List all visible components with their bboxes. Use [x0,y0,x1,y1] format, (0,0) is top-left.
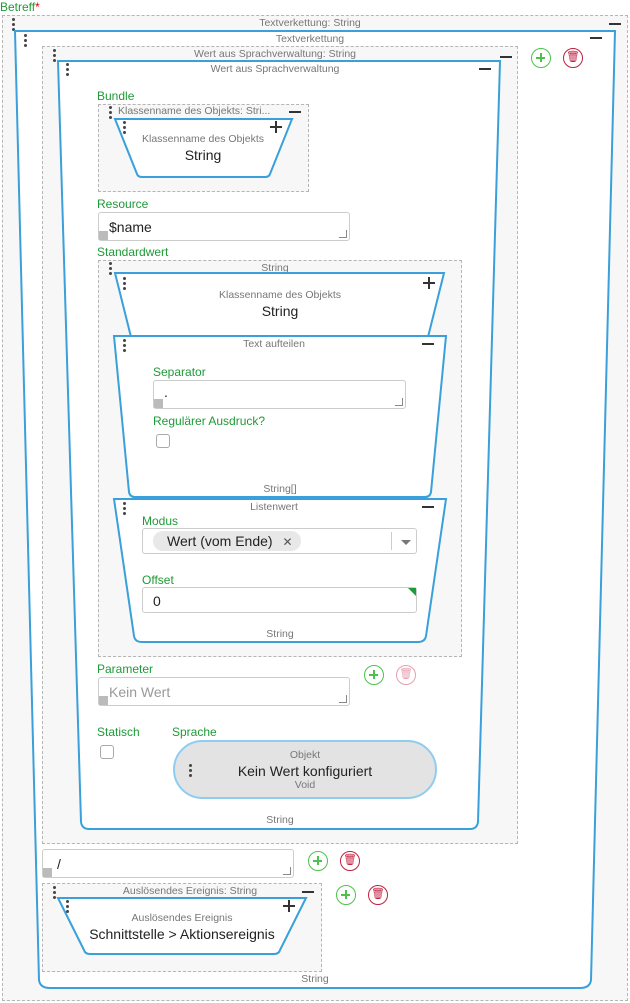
required-marker: * [35,0,40,14]
link-icon [43,868,52,877]
collapse-icon[interactable] [289,111,301,113]
modified-marker [408,588,416,596]
chip-remove-icon[interactable]: ✕ [282,535,293,549]
separator-label: Separator [153,365,206,379]
outer-bottom: String [301,973,329,985]
modus-chip: Wert (vom Ende) ✕ [153,531,301,551]
sprache-label: Sprache [172,725,217,739]
separator-value: . [164,384,168,400]
modus-value: Wert (vom Ende) [167,533,273,549]
bundle-container-caption: Klassenname des Objekts: Stri... [118,105,271,117]
standardwert-object-caption: Klassenname des Objekts [219,289,341,301]
link-icon [99,696,108,705]
modus-select[interactable]: Wert (vom Ende) ✕ [142,528,417,554]
chevron-down-icon[interactable] [401,540,411,545]
drag-handle-icon[interactable] [123,277,127,292]
ausloesendes-object-caption: Auslösendes Ereignis [131,912,233,924]
parameter-input[interactable]: Kein Wert [98,677,350,706]
resize-handle-icon[interactable] [283,867,291,875]
root-label: Betreff* [0,0,40,14]
drag-handle-icon[interactable] [109,106,113,121]
delete-button[interactable]: 🗑 [368,885,388,905]
collapse-icon[interactable] [500,56,512,58]
collapse-icon[interactable] [422,343,434,345]
resize-handle-icon[interactable] [339,695,347,703]
regex-checkbox[interactable] [156,434,170,448]
delete-button[interactable]: 🗑 [563,48,583,68]
resource-label: Resource [97,197,149,211]
bundle-object-value: String [184,147,222,163]
wert-caption: Wert aus Sprachverwaltung [210,63,340,75]
expand-icon[interactable] [270,121,282,133]
bundle-label: Bundle [97,89,135,103]
drag-handle-icon[interactable] [53,49,57,64]
collapse-icon[interactable] [422,506,434,508]
text-input[interactable]: / [42,849,294,878]
root-label-text: Betreff [0,0,36,14]
drag-handle-icon[interactable] [24,34,28,49]
resize-handle-icon[interactable] [339,230,347,238]
add-parameter-button[interactable] [364,665,384,685]
offset-input[interactable]: 0 [142,587,417,613]
resource-value: $name [109,219,152,235]
sprache-value: Kein Wert konfiguriert [237,763,373,779]
ausloesendes-object-value: Schnittstelle > Aktionsereignis [89,926,275,942]
parameter-placeholder: Kein Wert [109,684,171,700]
expand-icon[interactable] [423,277,435,289]
listenwert-bottom: String [266,628,294,640]
add-button[interactable] [308,851,328,871]
ausloesendes-container-caption: Auslösendes Ereignis: String [122,885,258,897]
text-aufteilen-bottom: String[] [263,483,297,495]
add-button[interactable] [531,48,551,68]
text-aufteilen-caption: Text aufteilen [243,338,305,350]
delete-button[interactable]: 🗑 [340,851,360,871]
drag-handle-icon[interactable] [123,121,127,136]
drag-handle-icon[interactable] [12,18,16,33]
sprache-object[interactable]: Objekt Kein Wert konfiguriert Void [173,740,437,799]
drag-handle-icon[interactable] [109,262,113,277]
text-value: / [57,856,61,872]
link-icon [99,231,108,240]
bundle-object-caption: Klassenname des Objekts [142,133,264,145]
wert-container-caption: Wert aus Sprachverwaltung: String [193,48,357,60]
add-button[interactable] [336,885,356,905]
link-icon [154,399,163,408]
statisch-checkbox[interactable] [100,745,114,759]
drag-handle-icon[interactable] [66,900,70,915]
select-divider [391,532,392,550]
collapse-icon[interactable] [609,23,621,25]
standardwert-container-caption: String [261,262,289,274]
delete-parameter-button: 🗑 [396,665,416,685]
sprache-caption: Objekt [289,749,321,761]
drag-handle-icon[interactable] [123,339,127,354]
collapse-icon[interactable] [590,37,602,39]
parameter-label: Parameter [97,662,154,676]
regex-label: Regulärer Ausdruck? [153,414,266,428]
sprache-type: Void [294,779,316,791]
drag-handle-icon[interactable] [66,63,70,78]
collapse-icon[interactable] [302,891,314,893]
textverkettung-caption: Textverkettung [275,33,345,45]
modus-label: Modus [142,514,179,528]
drag-handle-icon[interactable] [189,764,193,779]
offset-value: 0 [153,593,161,609]
offset-label: Offset [142,573,174,587]
drag-handle-icon[interactable] [123,502,127,517]
separator-input[interactable]: . [153,380,406,409]
standardwert-object-value: String [261,303,299,319]
wert-bottom: String [266,814,294,826]
collapse-icon[interactable] [479,68,491,70]
root-caption: Textverkettung: String [259,17,361,29]
standardwert-label: Standardwert [97,245,169,259]
drag-handle-icon[interactable] [53,886,57,901]
resource-input[interactable]: $name [98,212,350,241]
expand-icon[interactable] [283,900,295,912]
resize-handle-icon[interactable] [395,398,403,406]
statisch-label: Statisch [97,725,140,739]
listenwert-caption: Listenwert [250,501,298,513]
